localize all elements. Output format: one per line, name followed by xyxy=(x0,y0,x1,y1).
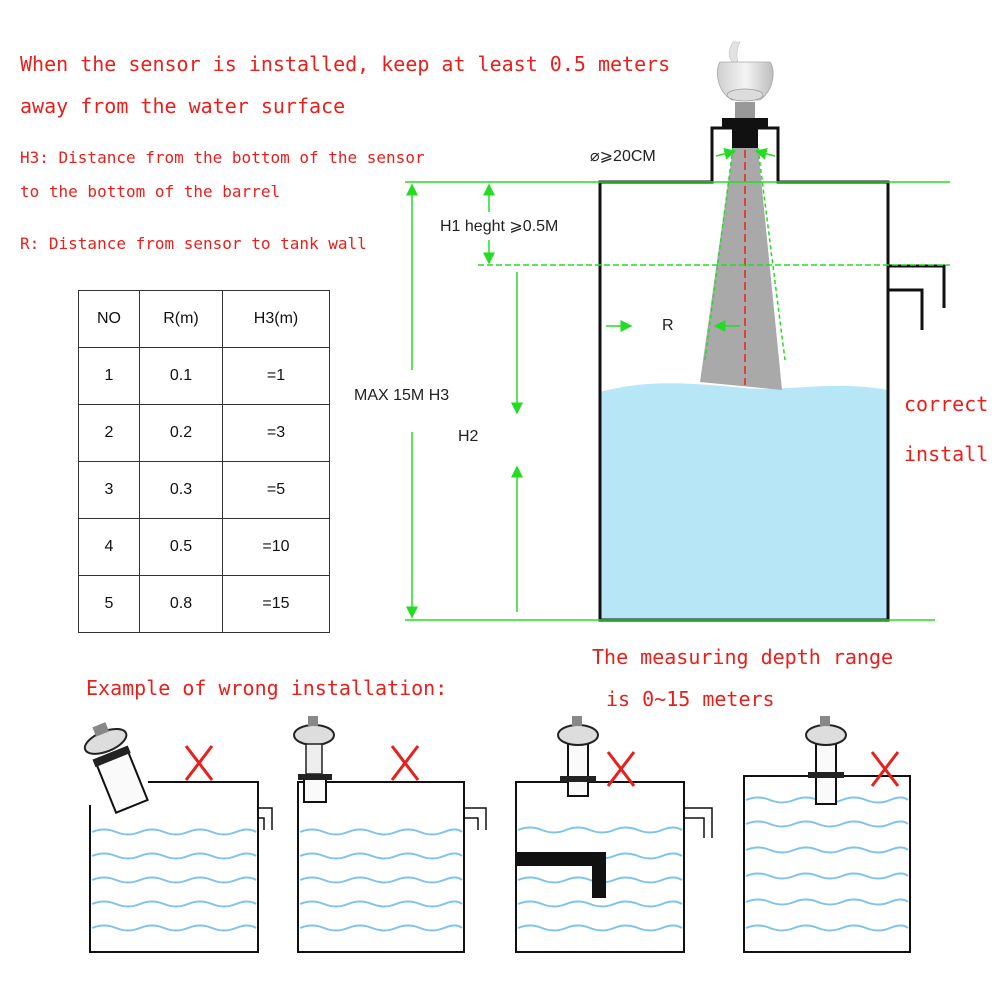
wrong-example-1 xyxy=(83,722,273,953)
wrong-install-title: Example of wrong installation: xyxy=(86,676,448,700)
outlet-pipe xyxy=(888,264,946,330)
cell-h3: =15 xyxy=(222,575,330,633)
cell-h3: =10 xyxy=(222,518,330,576)
header-r: R(m) xyxy=(139,290,223,348)
header-h3: H3(m) xyxy=(222,290,330,348)
wrong-example-3 xyxy=(515,716,713,953)
table-row: 2 0.2 =3 xyxy=(78,404,330,462)
h3-definition-line-1: H3: Distance from the bottom of the sens… xyxy=(20,148,425,167)
cross-icon xyxy=(870,751,900,787)
dia-arrow-left xyxy=(715,147,737,160)
range-line-2: is 0~15 meters xyxy=(606,687,775,711)
note-line-1: When the sensor is installed, keep at le… xyxy=(20,52,671,76)
cross-icon xyxy=(390,745,420,781)
cell-no: 5 xyxy=(78,575,140,633)
h3-definition-line-2: to the bottom of the barrel xyxy=(20,182,281,201)
h2-label: H2 xyxy=(458,428,479,445)
wrong-example-2 xyxy=(293,716,487,953)
cross-icon xyxy=(606,751,636,787)
cell-h3: =1 xyxy=(222,347,330,405)
r-label: R xyxy=(662,317,674,334)
spec-table: NO R(m) H3(m) 1 0.1 =1 2 0.2 =3 3 0.3 =5… xyxy=(78,290,330,633)
cell-h3: =3 xyxy=(222,404,330,462)
table-row: 4 0.5 =10 xyxy=(78,518,330,576)
beam-edge-right xyxy=(757,147,786,361)
table-header-row: NO R(m) H3(m) xyxy=(78,290,330,348)
beam-edge-left xyxy=(704,147,734,361)
table-row: 1 0.1 =1 xyxy=(78,347,330,405)
table-row: 5 0.8 =15 xyxy=(78,575,330,633)
range-line-1: The measuring depth range xyxy=(592,645,894,669)
submerged-sensor-icon xyxy=(805,716,847,805)
diameter-label: ⌀⩾20CM xyxy=(590,148,656,165)
cell-r: 0.2 xyxy=(139,404,223,462)
cell-r: 0.1 xyxy=(139,347,223,405)
cell-no: 1 xyxy=(78,347,140,405)
max-h3-label: MAX 15M H3 xyxy=(354,387,450,404)
cell-r: 0.3 xyxy=(139,461,223,519)
header-no: NO xyxy=(78,290,140,348)
sensor-icon xyxy=(716,41,774,148)
h1-label: H1 heght ⩾0.5M xyxy=(440,218,559,235)
cell-h3: =5 xyxy=(222,461,330,519)
tank-water xyxy=(600,383,888,620)
sensor-beam xyxy=(700,148,782,390)
tilted-sensor-icon xyxy=(83,722,149,815)
cell-no: 3 xyxy=(78,461,140,519)
cell-no: 4 xyxy=(78,518,140,576)
cell-no: 2 xyxy=(78,404,140,462)
correct-label-2: install xyxy=(904,442,989,466)
table-row: 3 0.3 =5 xyxy=(78,461,330,519)
cross-icon xyxy=(184,745,214,781)
wrong-example-4 xyxy=(743,716,911,953)
dia-arrow-right xyxy=(754,147,776,160)
note-line-2: away from the water surface xyxy=(20,94,346,118)
r-definition: R: Distance from sensor to tank wall xyxy=(20,234,367,253)
obstruction-sensor-icon xyxy=(557,716,599,797)
correct-label-1: correct xyxy=(904,392,989,416)
cell-r: 0.8 xyxy=(139,575,223,633)
cell-r: 0.5 xyxy=(139,518,223,576)
obstacle-bar xyxy=(516,852,606,898)
edge-sensor-icon xyxy=(293,716,335,803)
